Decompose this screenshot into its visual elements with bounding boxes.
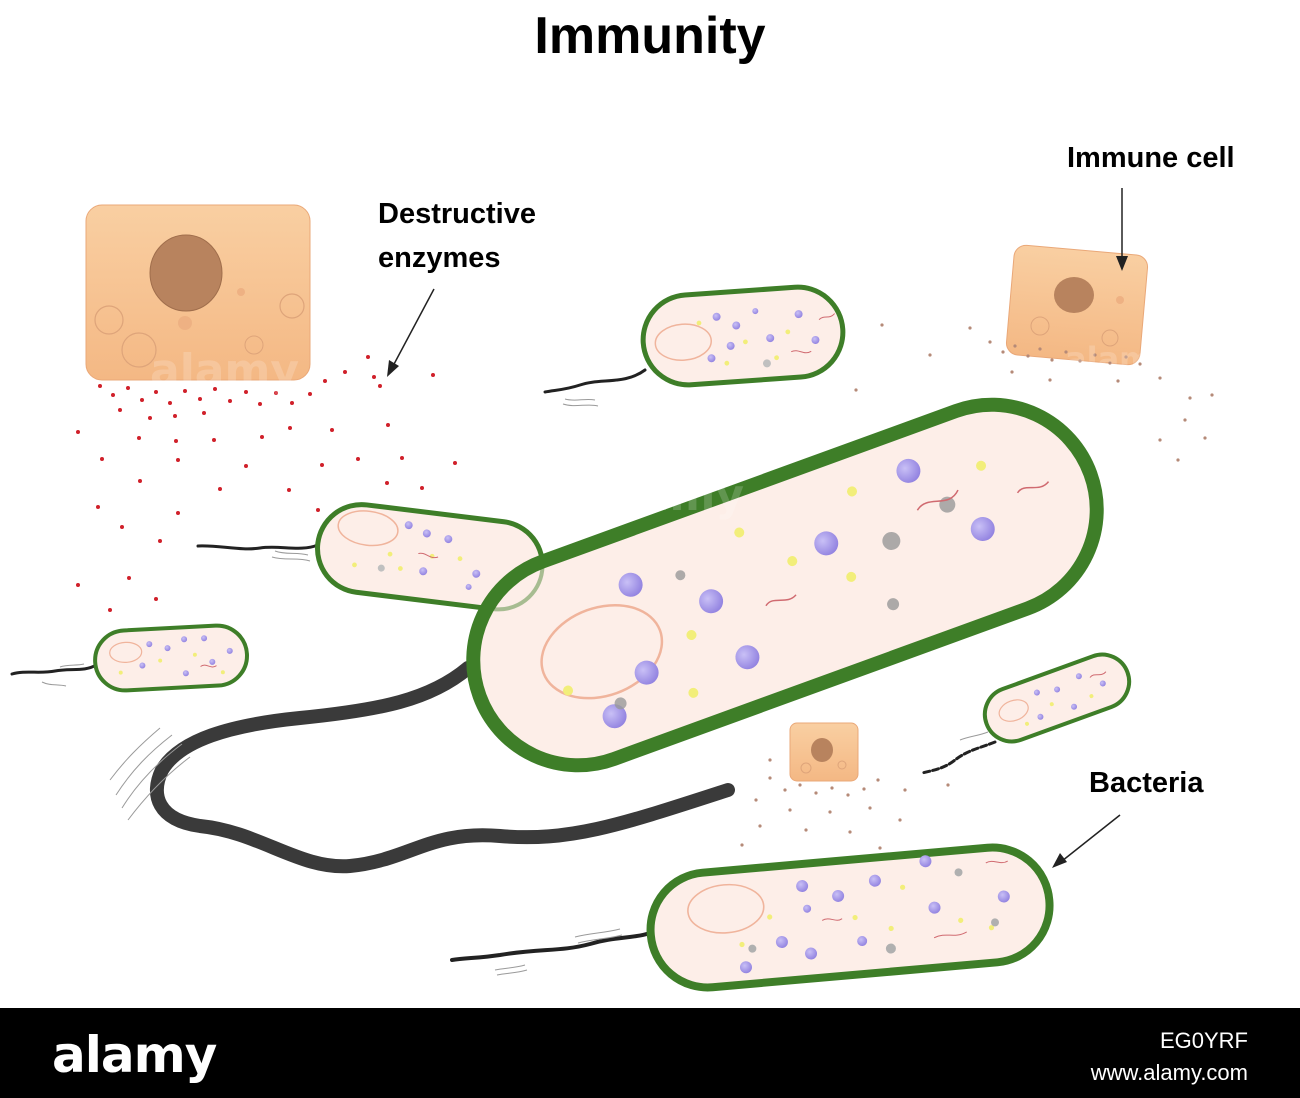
bacterium-bottom [646,843,1054,992]
diagram-canvas: alamy alamy alamy [10,188,1214,992]
label-destructive-enzymes-line1: Destructive [378,198,536,230]
enzyme-dots [76,355,457,612]
bacterium-large [466,397,1104,773]
bacterium-small-left [93,623,249,693]
immune-cell-small-right [1005,244,1149,366]
bacterium-top [640,284,846,388]
footer-image-id: EG0YRF [1159,1028,1248,1053]
immunity-diagram: alamy alamy alamy [10,188,1214,992]
diagram-title: Immunity [534,7,766,65]
svg-text:alamy: alamy [595,470,744,521]
arrow-immune-cell [1116,188,1128,271]
svg-text:alamy: alamy [1065,340,1174,378]
flagellum-top [543,368,647,394]
flagella [10,368,997,962]
label-bacteria: Bacteria [1089,767,1204,799]
footer-site-link[interactable]: www.alamy.com [1090,1060,1248,1085]
label-destructive-enzymes-line2: enzymes [378,242,501,274]
footer-bar: alamy EG0YRF www.alamy.com [0,1008,1300,1098]
motion-lines [41,398,989,976]
label-destructive-enzymes: Destructive enzymes [378,192,536,280]
flagellum-mid-left [196,543,320,551]
particle-dots [740,323,1214,850]
footer-brand-logo: alamy [52,1026,217,1084]
flagellum-right-small [920,740,997,775]
bacterium-mid-left-overlap [315,502,545,612]
immune-cell-tiny [789,722,859,782]
bacterium-small-right [982,652,1132,744]
arrow-destructive-enzymes [387,288,435,377]
flagellum-large [149,661,735,874]
flagellum-bottom [450,926,664,962]
label-immune-cell: Immune cell [1067,142,1235,174]
immune-cell-large [85,204,311,381]
svg-text:alamy: alamy [150,345,299,396]
flagellum-small-left [10,663,98,676]
watermark: alamy alamy alamy [150,340,1174,521]
arrow-bacteria [1052,814,1121,868]
